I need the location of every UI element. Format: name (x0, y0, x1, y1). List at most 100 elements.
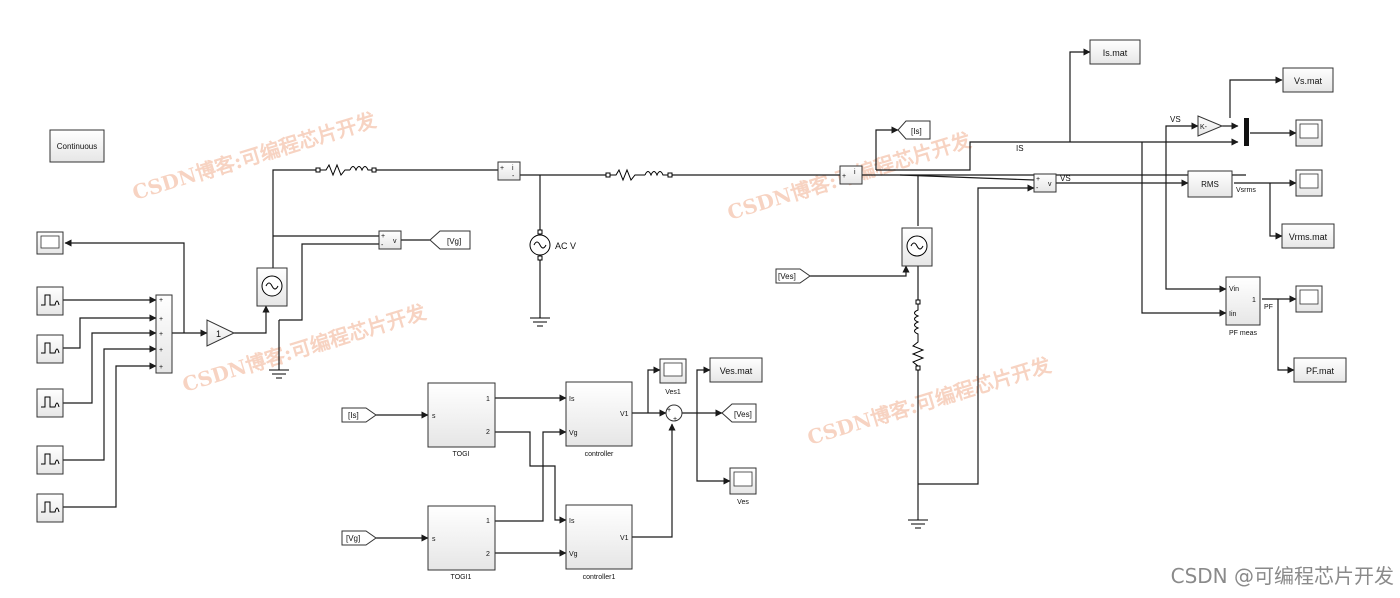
svg-text:i: i (854, 169, 856, 176)
svg-text:+: + (159, 364, 163, 371)
controller1-name: controller1 (583, 574, 616, 581)
rms-block[interactable]: RMS (1187, 170, 1233, 198)
togi1-name: TOGI1 (451, 574, 472, 581)
continuous-label: Continuous (57, 142, 97, 151)
pf-meas-name: PF meas (1229, 330, 1258, 337)
ground-right (908, 510, 928, 529)
gain-k-block[interactable]: K- (1197, 115, 1224, 137)
togi-block[interactable]: s 1 2 TOGI (427, 382, 496, 458)
sine-source-4[interactable] (36, 445, 64, 475)
svg-text:V1: V1 (620, 535, 629, 542)
goto-is-tag[interactable]: [Is] (897, 120, 931, 140)
is-signal-label: IS (1016, 144, 1024, 153)
svg-text:Is: Is (569, 396, 575, 403)
svg-text:+: + (159, 347, 163, 354)
sum-block-controller[interactable]: + + (665, 404, 683, 423)
scope-ves1[interactable]: Ves1 (659, 358, 687, 396)
svg-text:Is: Is (569, 518, 575, 525)
sine-source-3[interactable] (36, 388, 64, 418)
controller-name: controller (585, 451, 614, 458)
vs-mat-label: Vs.mat (1294, 76, 1323, 86)
gain-1-label: 1 (216, 329, 221, 339)
svg-text:2: 2 (486, 551, 490, 558)
svg-text:+: + (500, 165, 504, 172)
svg-text:+: + (673, 416, 677, 423)
ves1-scope-label: Ves1 (665, 389, 681, 396)
sine-source-1[interactable] (36, 286, 64, 316)
scope-vs[interactable] (1295, 119, 1323, 147)
sine-source-5[interactable] (36, 493, 64, 523)
current-measurement-left[interactable]: + i - (497, 161, 521, 181)
to-file-vs-mat[interactable]: Vs.mat (1282, 67, 1334, 93)
svg-text:v: v (393, 238, 397, 245)
ground-center (530, 317, 550, 327)
togi-name: TOGI (453, 451, 470, 458)
controlled-voltage-source-right[interactable] (901, 227, 933, 267)
goto-vg-tag[interactable]: [Vg] (429, 230, 471, 250)
ac-voltage-source[interactable]: AC V (529, 229, 576, 261)
svg-text:+: + (667, 407, 671, 414)
current-measurement-right[interactable]: + i (839, 165, 863, 185)
controlled-voltage-source-left[interactable] (256, 267, 288, 307)
watermark-text-1: CSDN博客:可编程芯片开发 (129, 107, 379, 204)
watermark-text-4: CSDN博客:可编程芯片开发 (804, 352, 1054, 449)
svg-text:+: + (159, 297, 163, 304)
sum-mux-block[interactable]: + + + + + (155, 294, 173, 374)
is-tag-in-label: [Is] (348, 411, 359, 420)
from-is-tag[interactable]: [Is] (341, 407, 377, 423)
sine-source-2[interactable] (36, 334, 64, 364)
from-ves-tag[interactable]: [Ves] (775, 268, 811, 284)
gain-k-label: K- (1200, 124, 1208, 131)
svg-text:Vg: Vg (569, 430, 578, 437)
svg-text:1: 1 (486, 396, 490, 403)
inductor-resistor-right (911, 299, 925, 371)
svg-text:1: 1 (486, 518, 490, 525)
continuous-block[interactable]: Continuous (49, 129, 105, 163)
is-mat-label: Is.mat (1103, 48, 1128, 58)
pf-signal-label: PF (1264, 304, 1273, 311)
ac-source-label: AC V (555, 241, 576, 251)
to-file-is-mat[interactable]: Is.mat (1089, 39, 1141, 65)
svg-text:1: 1 (1252, 297, 1256, 304)
goto-ves-tag[interactable]: [Ves] (721, 403, 757, 423)
controller-block[interactable]: Is Vg V1 controller (565, 381, 633, 458)
scope-left[interactable] (36, 231, 64, 255)
svg-text:i: i (512, 165, 514, 172)
scope-ves[interactable]: Ves (729, 467, 757, 506)
svg-text:-: - (381, 242, 384, 249)
svg-text:v: v (1048, 181, 1052, 188)
vsrms-signal-label: Vsrms (1236, 187, 1256, 194)
wires (63, 48, 1297, 557)
resistor-inductor-left (315, 163, 377, 177)
corner-watermark: CSDN @可编程芯片开发 (1171, 564, 1394, 588)
svg-text:2: 2 (486, 429, 490, 436)
from-vg-tag[interactable]: [Vg] (341, 530, 377, 546)
togi1-block[interactable]: s 1 2 TOGI1 (427, 505, 496, 581)
pf-meas-block[interactable]: Vin Iin 1 PF meas (1225, 276, 1261, 337)
is-tag-out-label: [Is] (911, 127, 922, 136)
ground-left (269, 369, 289, 379)
svg-text:V1: V1 (620, 411, 629, 418)
mux-bar[interactable] (1244, 118, 1249, 146)
voltage-measurement-right[interactable]: + - v (1033, 173, 1057, 193)
to-file-pf-mat[interactable]: PF.mat (1293, 357, 1347, 383)
svg-text:-: - (512, 173, 515, 180)
rms-label: RMS (1201, 180, 1219, 189)
resistor-inductor-center (605, 168, 673, 182)
vrms-mat-label: Vrms.mat (1289, 232, 1328, 242)
to-file-ves-mat[interactable]: Ves.mat (709, 357, 763, 383)
watermark-text-2: CSDN博客:可编程芯片开发 (179, 299, 429, 396)
svg-text:Vin: Vin (1229, 286, 1239, 293)
svg-text:+: + (1036, 176, 1040, 183)
gain-block-1[interactable]: 1 (206, 319, 236, 347)
signal-labels: VS IS VS Vsrms PF (1016, 115, 1273, 311)
controller1-block[interactable]: Is Vg V1 controller1 (565, 504, 633, 581)
to-file-vrms-mat[interactable]: Vrms.mat (1281, 223, 1335, 249)
scope-vrms[interactable] (1295, 169, 1323, 197)
svg-text:s: s (432, 413, 436, 420)
scope-pf[interactable] (1295, 285, 1323, 313)
ves-tag-in-label: [Ves] (778, 272, 796, 281)
svg-text:+: + (159, 316, 163, 323)
voltage-measurement-left[interactable]: + - v (378, 230, 402, 250)
